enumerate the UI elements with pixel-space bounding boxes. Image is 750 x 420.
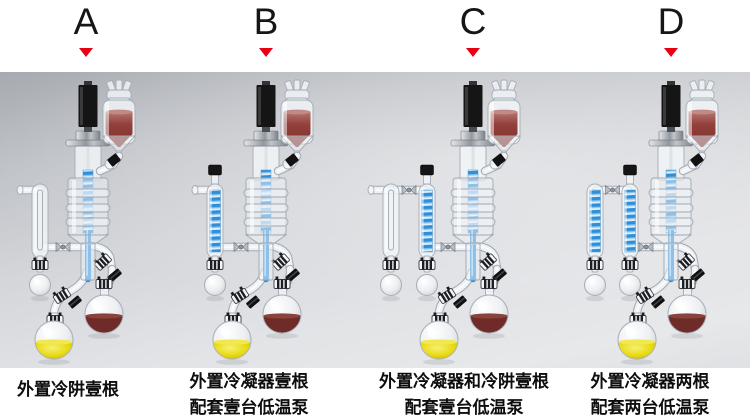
column-label-c: C [428,0,518,57]
red-triangle-marker [664,48,678,57]
column-label-b: B [221,0,311,57]
caption-line: 配套壹台低温泵 [404,398,524,417]
caption-b: 外置冷凝器壹根 配套壹台低温泵 [190,369,309,420]
caption-line: 配套壹台低温泵 [189,398,309,417]
caption-a: 外置冷阱壹根 [17,377,119,403]
header-row: A B C D [0,0,750,72]
caption-d: 外置冷凝器两根 配套两台低温泵 [591,369,710,420]
red-triangle-marker [79,48,93,57]
caption-line: 外置冷凝器壹根 [189,372,309,391]
column-label-a: A [41,0,131,57]
option-letter: C [459,1,487,42]
option-letter: D [657,1,685,42]
column-label-d: D [626,0,716,57]
caption-c: 外置冷凝器和冷阱壹根 配套壹台低温泵 [379,369,549,420]
caption-line: 外置冷阱壹根 [17,380,119,399]
red-triangle-marker [259,48,273,57]
apparatus-illustration [16,79,720,365]
caption-line: 外置冷凝器两根 [590,372,710,391]
caption-line: 外置冷凝器和冷阱壹根 [379,372,549,391]
caption-line: 配套两台低温泵 [590,398,710,417]
option-letter: A [73,1,99,42]
option-letter: B [253,1,279,42]
red-triangle-marker [466,48,480,57]
photo-band [0,72,750,368]
